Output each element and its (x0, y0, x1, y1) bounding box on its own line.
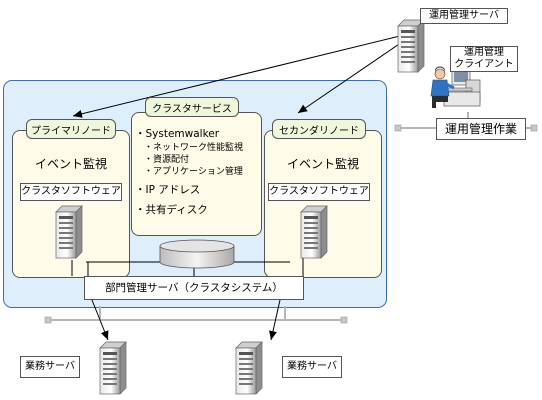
arrow-to-secondary (297, 37, 409, 114)
operator-icon (430, 66, 481, 108)
server-icon (235, 341, 263, 395)
cluster-service-title: クラスタサービス (145, 97, 239, 117)
ops-client-line1: 運用管理 (464, 47, 504, 58)
server-icon (99, 341, 127, 395)
shared-disk-item: ・共有ディスク (135, 204, 208, 216)
secondary-event-label: イベント監視 (286, 157, 359, 171)
sub-item-distribution: ・資源配付 (144, 155, 190, 165)
ops-client-line2: クライアント (454, 59, 514, 70)
sub-item-application: ・アプリケーション管理 (144, 167, 243, 177)
ops-server-label: 運用管理サーバ (420, 8, 508, 24)
secondary-node-box (264, 130, 382, 278)
primary-software-label: クラスタソフトウェア (20, 183, 122, 201)
secondary-software-label: クラスタソフトウェア (268, 183, 370, 201)
cluster-service-box (131, 112, 262, 236)
sub-item-network: ・ネットワーク性能監視 (144, 143, 244, 153)
business-server-label: 業務サーバ (20, 356, 80, 378)
server-icon (397, 19, 425, 73)
disk-icon (159, 239, 235, 269)
dept-server-label: 部門管理サーバ（クラスタシステム） (84, 276, 304, 300)
cluster-service-list: ・Systemwalker ・ネットワーク性能監視 ・資源配付 ・アプリケーショ… (135, 127, 263, 218)
arrow-to-primary (72, 33, 409, 118)
ops-work-label: 運用管理作業 (436, 118, 526, 140)
systemwalker-item: ・Systemwalker (135, 128, 220, 140)
primary-event-label: イベント監視 (34, 157, 107, 171)
server-icon (55, 205, 83, 259)
primary-node-title: プライマリノード (26, 119, 116, 139)
arrow-to-business-1 (91, 299, 109, 341)
business-server-label: 業務サーバ (282, 356, 342, 378)
arrow-to-business-2 (269, 299, 281, 341)
ip-address-item: ・IP アドレス (135, 184, 201, 196)
ops-client-label: 運用管理 クライアント (450, 46, 518, 72)
secondary-node-title: セカンダリノード (272, 119, 366, 139)
server-icon (300, 205, 328, 259)
